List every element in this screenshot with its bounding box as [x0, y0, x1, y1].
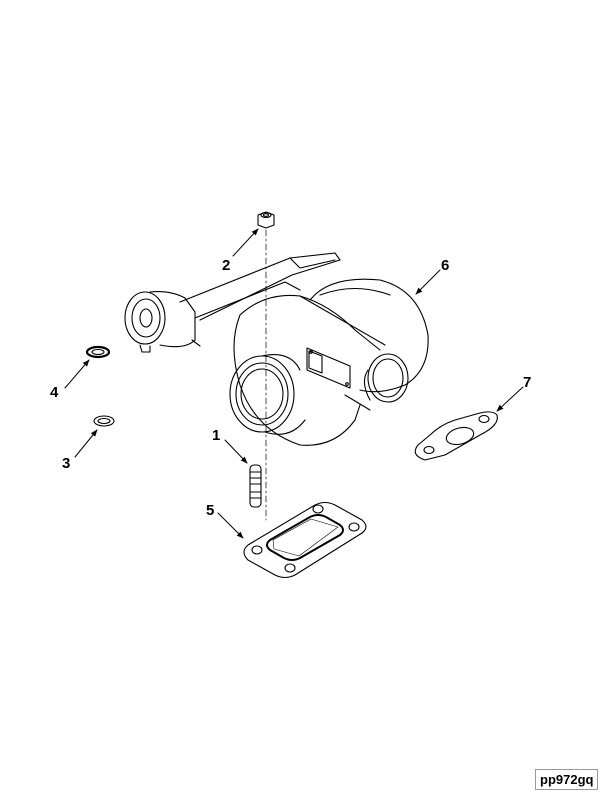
arrow-4	[64, 359, 90, 389]
figure-id-label: pp972gq	[535, 769, 599, 790]
callout-1: 1	[212, 427, 221, 444]
callout-2: 2	[222, 257, 231, 274]
arrow-7	[496, 386, 524, 412]
inlet-gasket-part	[243, 501, 367, 579]
oring-part	[85, 345, 111, 359]
drain-gasket-part	[414, 411, 498, 461]
callout-7: 7	[523, 374, 532, 391]
arrow-6	[415, 269, 441, 295]
stud-part	[249, 464, 262, 508]
leader-arrows	[64, 228, 524, 539]
callout-3: 3	[62, 455, 71, 472]
arrow-2	[232, 228, 259, 257]
arrow-3	[74, 429, 98, 458]
callout-5: 5	[206, 502, 215, 519]
arrow-5	[217, 512, 244, 539]
sealing-ring-part	[93, 415, 115, 427]
callout-6: 6	[441, 257, 450, 274]
callout-4: 4	[50, 384, 59, 401]
nut-part	[257, 211, 275, 229]
turbocharger-part	[124, 252, 429, 446]
arrow-1	[224, 439, 248, 464]
